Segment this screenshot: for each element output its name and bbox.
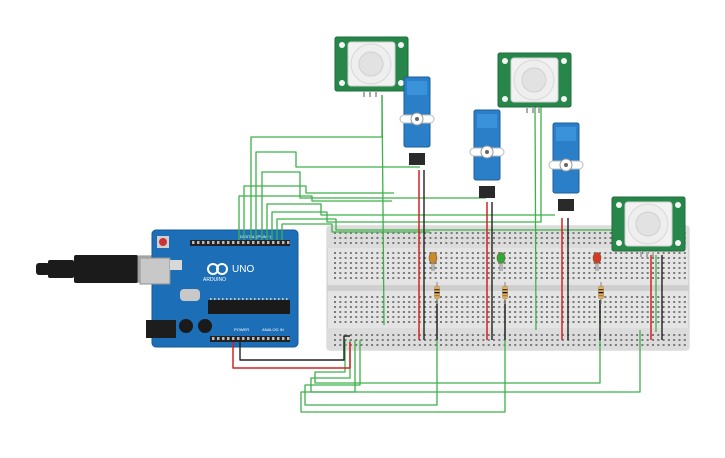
resistor[interactable]	[598, 282, 604, 304]
signal-wire	[276, 218, 652, 240]
pir-sensors	[334, 36, 686, 257]
signal-wire	[304, 300, 438, 406]
pir-sensor[interactable]	[497, 52, 572, 113]
arduino-pin-headers	[192, 241, 290, 340]
pir-sensor[interactable]	[334, 36, 409, 97]
signal-wire	[271, 105, 542, 240]
leds	[428, 252, 602, 272]
signal-wire	[281, 223, 430, 240]
signal-wire	[534, 104, 537, 331]
led[interactable]	[496, 252, 506, 272]
ground-wire	[239, 335, 350, 361]
servo-motor[interactable]	[399, 76, 435, 165]
power-wire	[232, 342, 351, 369]
analog-pins-label: ANALOG IN	[262, 327, 284, 332]
servo-motor[interactable]	[469, 109, 505, 198]
wires	[232, 94, 663, 413]
signal-wire	[381, 94, 385, 326]
arduino-uno[interactable]: ARDUINO UNO DIGITAL (PWM~) POWER ANALOG …	[36, 229, 299, 348]
resistors	[434, 282, 604, 304]
signal-wire	[238, 195, 392, 240]
led[interactable]	[592, 252, 602, 272]
resistor[interactable]	[502, 282, 508, 304]
signal-wire	[255, 151, 420, 240]
arduino-logo	[207, 263, 228, 275]
signal-wire	[314, 300, 601, 384]
signal-wire	[310, 330, 641, 393]
led[interactable]	[428, 252, 438, 272]
signal-wire	[266, 203, 555, 240]
power-pins-label: POWER	[234, 327, 249, 332]
servo-motors	[399, 76, 584, 211]
arduino-model-label: UNO	[232, 264, 254, 275]
signal-wire	[261, 171, 486, 240]
pir-sensor[interactable]	[611, 196, 686, 257]
signal-wire	[243, 185, 394, 240]
servo-motor[interactable]	[548, 122, 584, 211]
arduino-logo-text: ARDUINO	[203, 277, 226, 283]
resistor[interactable]	[434, 282, 440, 304]
